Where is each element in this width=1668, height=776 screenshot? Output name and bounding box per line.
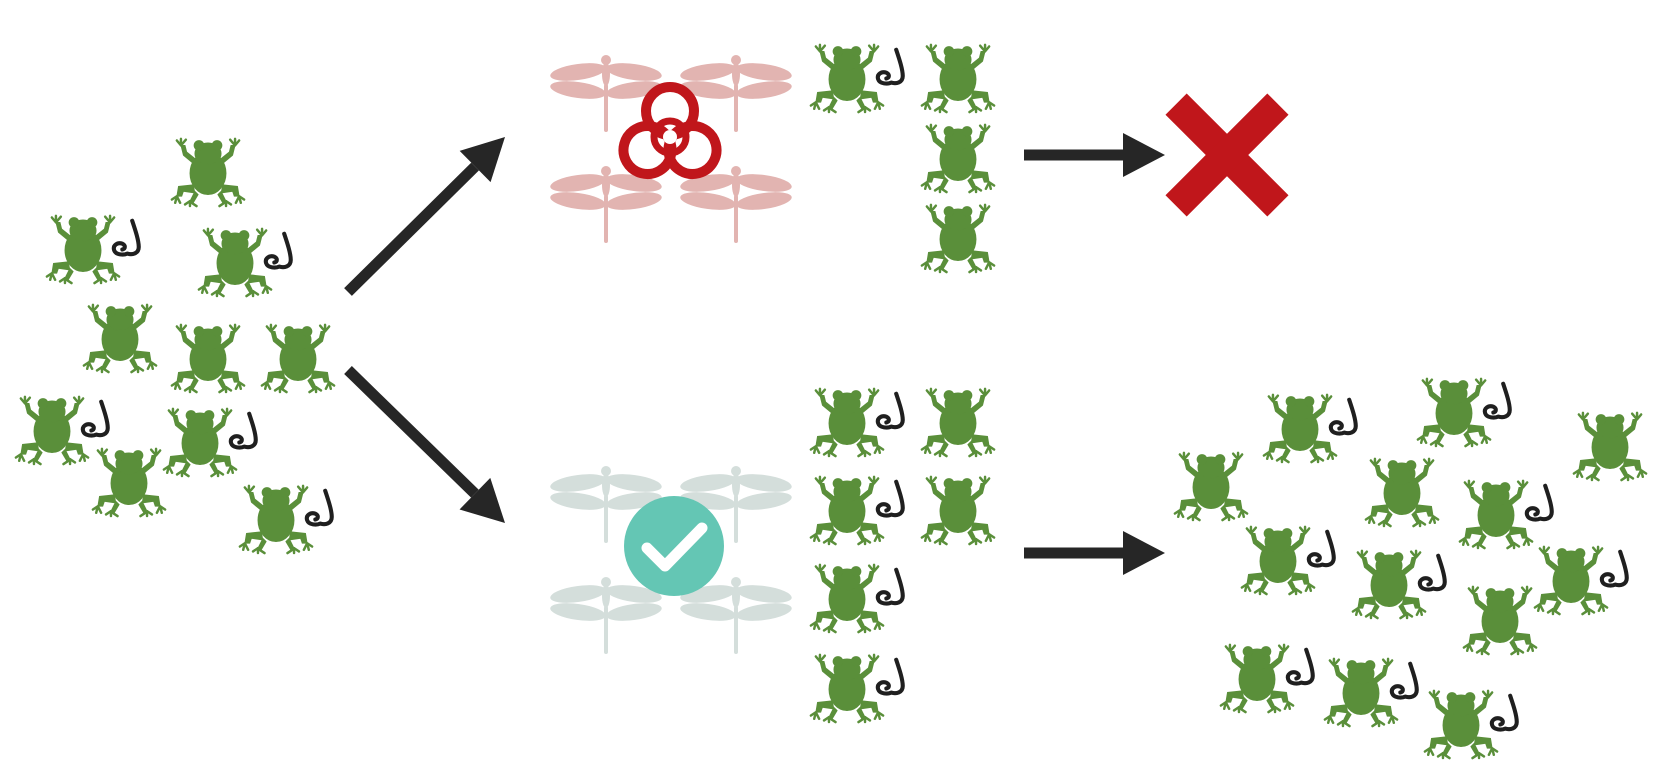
initial-population: [14, 137, 336, 555]
nose-icon: [114, 221, 139, 255]
nose-icon: [878, 570, 903, 604]
nose-icon: [231, 414, 256, 448]
frog-icon: [809, 475, 903, 546]
check-icon: [624, 496, 724, 596]
frog-icon: [82, 303, 158, 374]
frog-icon: [170, 323, 246, 394]
biohazard-icon: [618, 82, 722, 179]
frog-icon: [1364, 457, 1440, 528]
nose-icon: [83, 402, 108, 436]
frog-icon: [197, 227, 291, 298]
nose-icon: [1420, 556, 1445, 590]
nose-icon: [1485, 384, 1510, 418]
final-population: [1173, 377, 1648, 760]
nose-icon: [1392, 664, 1417, 698]
frog-icon: [45, 214, 139, 285]
frog-icon: [14, 395, 108, 466]
nose-icon: [1288, 650, 1313, 684]
dragonfly-icon: [549, 577, 663, 654]
frog-icon: [1533, 545, 1627, 616]
nose-icon: [1602, 552, 1627, 586]
frog-icon: [920, 475, 996, 546]
frog-icon: [1262, 393, 1356, 464]
frog-icon: [1572, 411, 1648, 482]
nose-icon: [1492, 696, 1517, 730]
frog-icon: [809, 653, 903, 724]
frog-icon: [162, 407, 256, 478]
arrow-icon: [1024, 133, 1165, 177]
nose-icon: [1331, 400, 1356, 434]
frog-icon: [920, 123, 996, 194]
nose-icon: [878, 660, 903, 694]
nose-icon: [878, 50, 903, 84]
frog-icon: [809, 387, 903, 458]
nose-icon: [307, 491, 332, 525]
frog-icon: [260, 323, 336, 394]
nose-icon: [1309, 532, 1334, 566]
frog-icon: [1458, 479, 1552, 550]
frog-icon: [920, 387, 996, 458]
arrow-icon: [344, 137, 505, 296]
nose-icon: [878, 394, 903, 428]
frog-icon: [91, 447, 167, 518]
frog-icon: [1219, 643, 1313, 714]
frog-icon: [1462, 585, 1538, 656]
frog-icon: [238, 484, 332, 555]
frog-icon: [1423, 689, 1517, 760]
frog-icon: [1323, 657, 1417, 728]
frog-icon: [1240, 525, 1334, 596]
arrow-icon: [1024, 531, 1165, 575]
frog-icon: [809, 43, 903, 114]
frog-icon: [1351, 549, 1445, 620]
nose-icon: [1527, 486, 1552, 520]
frog-icon: [809, 563, 903, 634]
frog-icon: [920, 43, 996, 114]
frog-icon: [1173, 451, 1249, 522]
nose-icon: [266, 234, 291, 268]
arrow-icon: [344, 366, 505, 523]
frog-icon: [1416, 377, 1510, 448]
frog-icon: [920, 203, 996, 274]
branch-arrows: [344, 133, 1165, 575]
nose-icon: [878, 482, 903, 516]
safe-branch: [549, 387, 996, 724]
cross-icon: [1165, 93, 1289, 217]
frog-icon: [170, 137, 246, 208]
toxic-branch: [549, 43, 1289, 274]
